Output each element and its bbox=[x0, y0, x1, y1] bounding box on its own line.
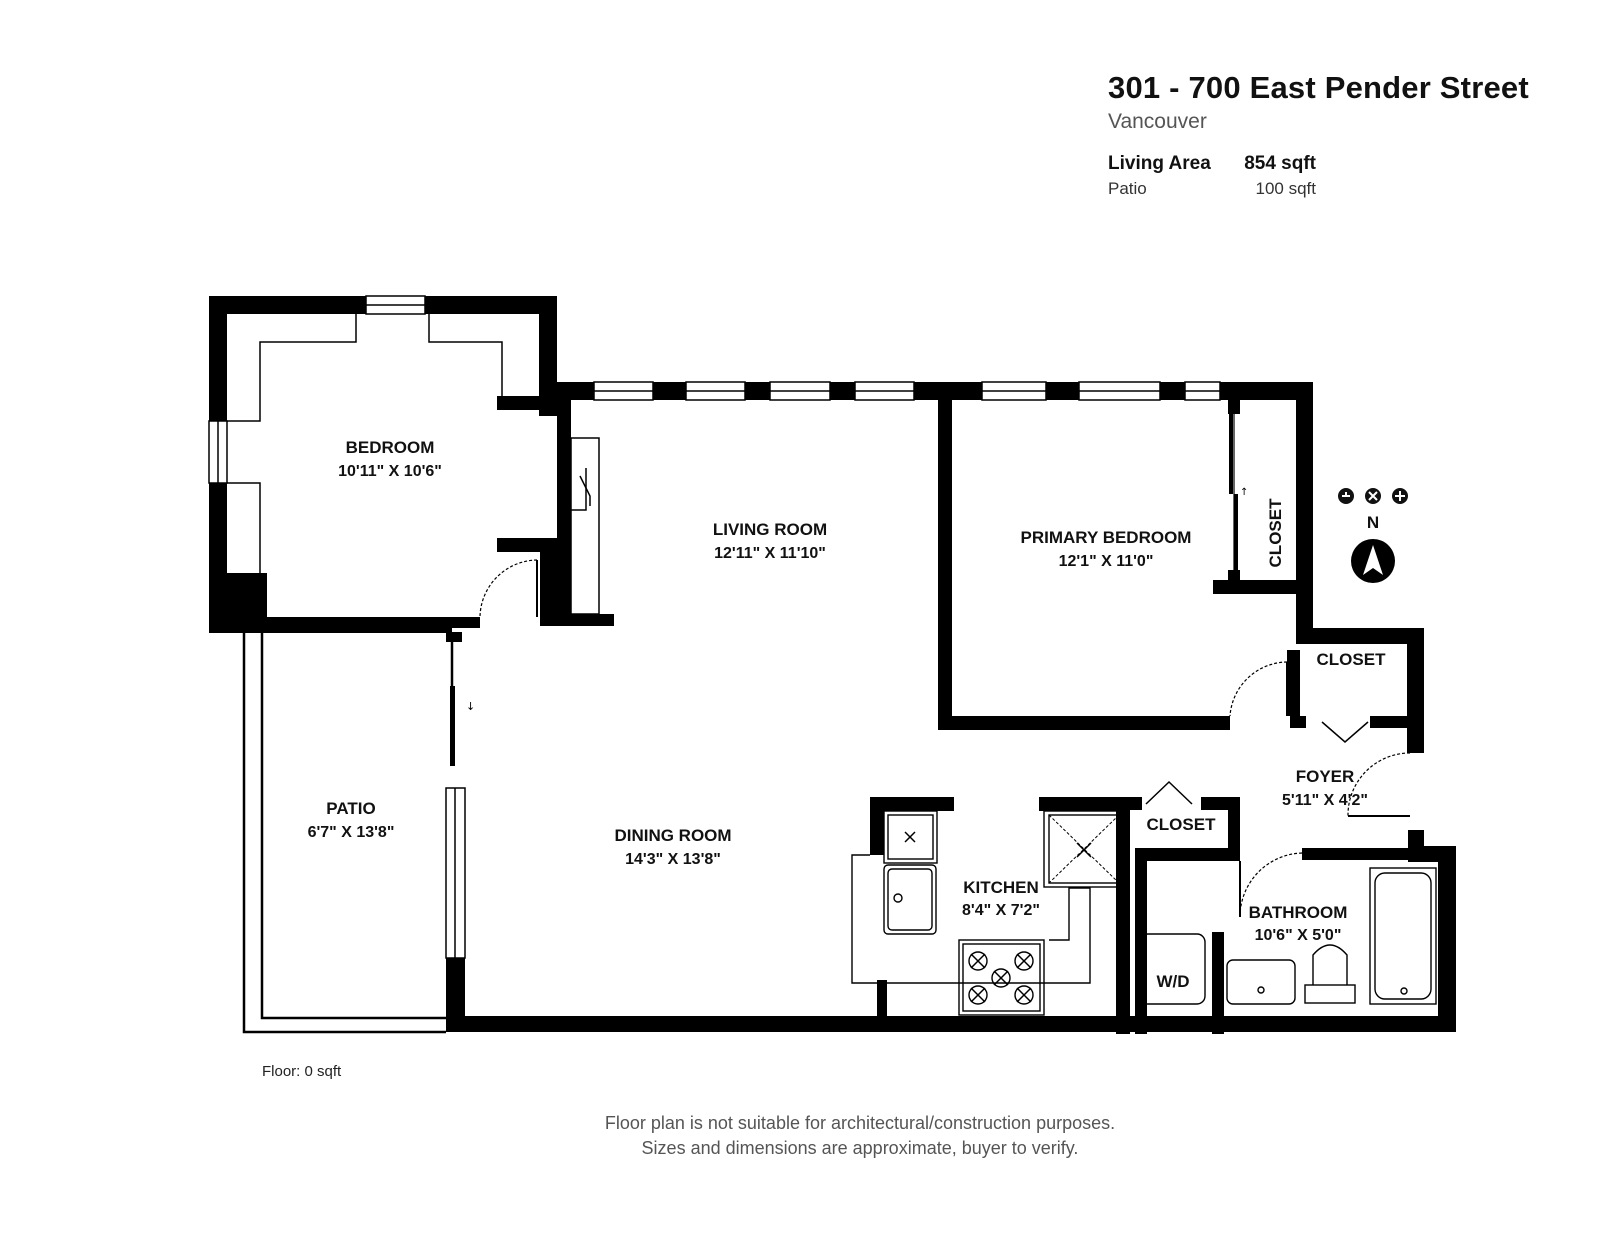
svg-text:↑: ↑ bbox=[1240, 487, 1248, 498]
primary-bedroom-name: PRIMARY BEDROOM bbox=[1021, 528, 1192, 547]
patio-door-panel bbox=[450, 686, 455, 766]
bedroom-interior-outline bbox=[227, 314, 600, 615]
dining-room-dims: 14'3" X 13'8" bbox=[625, 851, 721, 868]
closet-primary-label: CLOSET bbox=[1266, 498, 1285, 568]
compass-north-label: N bbox=[1367, 513, 1379, 532]
appliance-markers bbox=[904, 814, 1120, 1003]
bathroom-fixtures bbox=[1139, 867, 1437, 1005]
closet-kitchen-label: CLOSET bbox=[1147, 815, 1217, 834]
bifold-doors bbox=[1145, 721, 1369, 805]
primary-bedroom-dims: 12'1" X 11'0" bbox=[1059, 553, 1154, 570]
closet-foyer-label: CLOSET bbox=[1317, 650, 1387, 669]
door-leaves bbox=[536, 560, 1410, 917]
foyer-dims: 5'11" X 4'2" bbox=[1282, 792, 1368, 809]
walls bbox=[209, 296, 1456, 1034]
kitchen-dims: 8'4" X 7'2" bbox=[962, 902, 1040, 919]
living-room-name: LIVING ROOM bbox=[713, 520, 827, 539]
room-labels: BEDROOM 10'11" X 10'6" LIVING ROOM 12'11… bbox=[308, 438, 1387, 991]
door-swings bbox=[479, 559, 1411, 918]
patio-area-label: Patio bbox=[1108, 179, 1147, 198]
washer-dryer-label: W/D bbox=[1156, 972, 1189, 991]
property-city: Vancouver bbox=[1108, 110, 1207, 133]
patio-name: PATIO bbox=[326, 799, 375, 818]
patio-door-arrow: ↓ bbox=[466, 700, 475, 713]
dining-room-name: DINING ROOM bbox=[614, 826, 731, 845]
compass: N bbox=[1338, 488, 1408, 583]
bathroom-dims: 10'6" X 5'0" bbox=[1255, 927, 1342, 944]
windows bbox=[208, 295, 1221, 959]
bedroom-name: BEDROOM bbox=[346, 438, 435, 457]
foyer-name: FOYER bbox=[1296, 767, 1355, 786]
living-room-dims: 12'11" X 11'10" bbox=[714, 545, 826, 562]
living-area-value: 854 sqft bbox=[1244, 153, 1316, 174]
disclaimer-line-2: Sizes and dimensions are approximate, bu… bbox=[641, 1138, 1079, 1158]
bedroom-dims: 10'11" X 10'6" bbox=[338, 463, 442, 480]
living-area-label: Living Area bbox=[1108, 153, 1211, 174]
patio-area-value: 100 sqft bbox=[1255, 179, 1317, 198]
patio-dims: 6'7" X 13'8" bbox=[308, 824, 395, 841]
kitchen-name: KITCHEN bbox=[963, 878, 1039, 897]
disclaimer-line-1: Floor plan is not suitable for architect… bbox=[604, 1113, 1116, 1133]
property-address: 301 - 700 East Pender Street bbox=[1108, 70, 1529, 105]
kitchen-counter-dashed bbox=[884, 888, 1091, 984]
bathroom-name: BATHROOM bbox=[1249, 903, 1348, 922]
closet-sliding-door: ↑ bbox=[1229, 414, 1248, 570]
floor-area-note: Floor: 0 sqft bbox=[262, 1063, 342, 1080]
